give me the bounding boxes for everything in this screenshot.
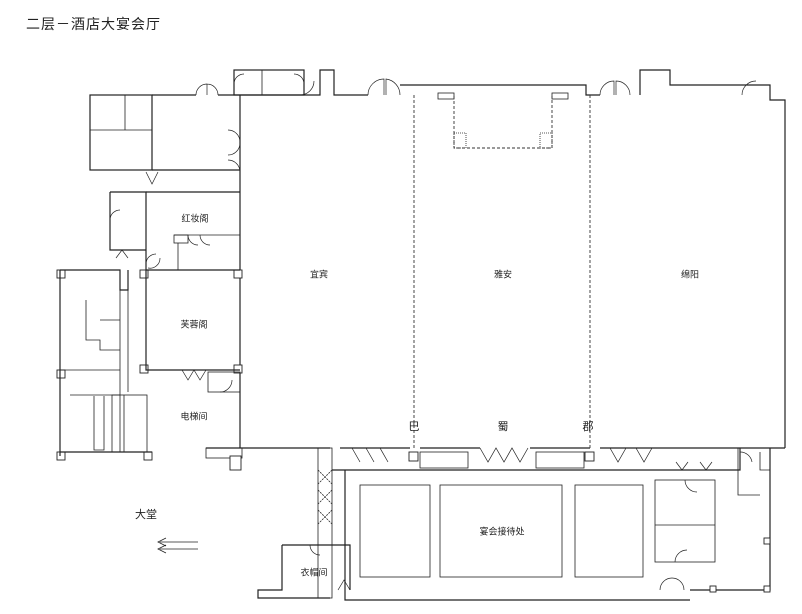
- stage: [437, 92, 569, 149]
- hall-label-yaan: 雅安: [493, 270, 513, 281]
- cloakroom-walls: [257, 544, 351, 599]
- hall-name-ba: 巴: [408, 420, 420, 433]
- room-label-cloakroom: 衣帽间: [300, 568, 328, 579]
- lobby-arrows: [157, 537, 198, 554]
- bottom-doors: [351, 447, 653, 469]
- top-doors: [299, 78, 757, 96]
- left-washrooms: [59, 269, 152, 456]
- room-label-hongzhuang: 红妆阁: [181, 214, 209, 225]
- banquet-hall-walls: [205, 69, 786, 459]
- hall-label-yibin: 宜宾: [309, 270, 329, 281]
- columns: [56, 269, 595, 471]
- room-label-furong: 芙蓉阁: [180, 320, 208, 331]
- hall-name-shu: 蜀: [497, 420, 509, 433]
- room-furong: [145, 270, 241, 393]
- right-service-rooms: [654, 448, 771, 593]
- hall-name-jun: 郡: [582, 420, 594, 433]
- plan-title: 二层－酒店大宴会厅: [26, 17, 161, 33]
- area-label-lobby: 大堂: [135, 508, 157, 521]
- room-hongzhuang: [109, 191, 240, 271]
- room-label-reception: 宴会接待处: [479, 527, 525, 538]
- service-rooms-top-left: [89, 69, 305, 185]
- hall-label-mianyang: 绵阳: [680, 270, 700, 281]
- reception-area: [317, 447, 771, 601]
- room-label-elevator: 电梯间: [180, 412, 208, 423]
